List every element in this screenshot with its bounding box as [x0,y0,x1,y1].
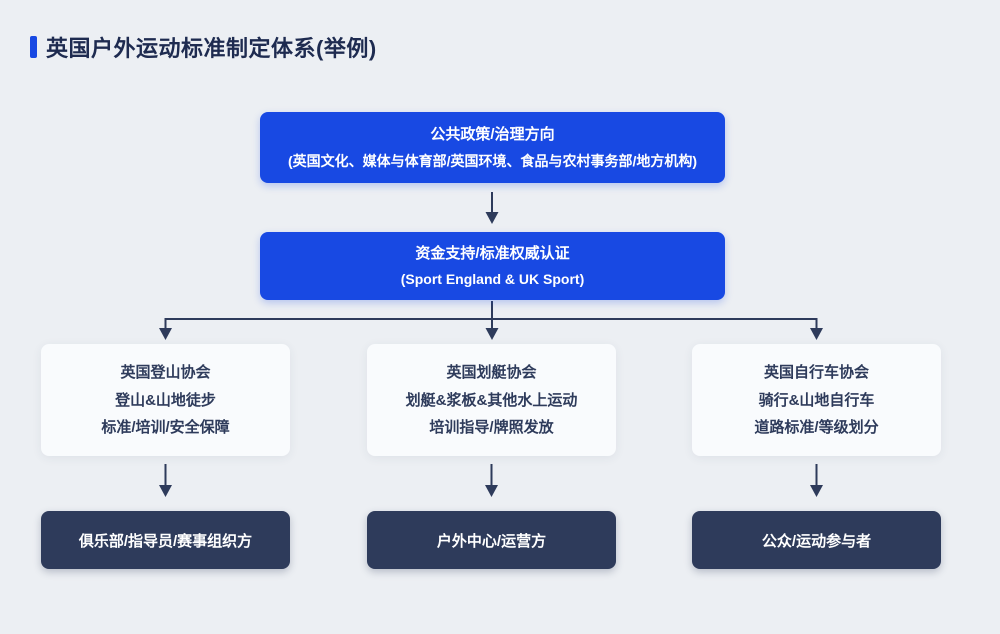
end-box-outdoor-centers: 户外中心/运营方 [367,511,616,569]
title-accent-bar [30,36,37,58]
association-name: 英国划艇协会 [446,363,537,381]
association-box-paddling: 英国划艇协会 划艇&浆板&其他水上运动 培训指导/牌照发放 [367,344,616,456]
branch-connector [165,301,817,320]
funding-box-title: 资金支持/标准权威认证 [415,245,570,262]
policy-box-title: 公共政策/治理方向 [430,126,555,143]
association-scope: 划艇&浆板&其他水上运动 [405,391,578,409]
end-box-public: 公众/运动参与者 [692,511,941,569]
arrow-branch-left [159,318,172,340]
end-box-clubs: 俱乐部/指导员/赛事组织方 [41,511,290,569]
association-scope: 骑行&山地自行车 [758,391,875,409]
funding-box-subtitle: (Sport England & UK Sport) [400,271,585,287]
arrow-branch-right [810,318,823,340]
page-title-text: 英国户外运动标准制定体系(举例) [46,36,377,61]
association-scope: 登山&山地徒步 [115,391,216,409]
association-role: 道路标准/等级划分 [754,419,879,437]
arrow-paddling-to-centers [485,464,498,497]
policy-box-subtitle: (英国文化、媒体与体育部/英国环境、食品与农村事务部/地方机构) [287,153,698,169]
association-name: 英国自行车协会 [763,363,869,381]
association-role: 培训指导/牌照发放 [429,419,554,437]
association-box-mountaineering: 英国登山协会 登山&山地徒步 标准/培训/安全保障 [41,344,290,456]
page-title: 英国户外运动标准制定体系(举例) [30,31,377,63]
association-name: 英国登山协会 [120,363,211,381]
policy-box: 公共政策/治理方向 (英国文化、媒体与体育部/英国环境、食品与农村事务部/地方机… [260,112,725,183]
funding-box: 资金支持/标准权威认证 (Sport England & UK Sport) [260,232,725,300]
arrow-branch-center [485,319,499,340]
arrow-mountaineering-to-clubs [159,464,172,497]
arrow-cycling-to-public [810,464,823,497]
association-role: 标准/培训/安全保障 [101,419,230,437]
association-box-cycling: 英国自行车协会 骑行&山地自行车 道路标准/等级划分 [692,344,941,456]
arrow-policy-to-funding [485,192,499,224]
